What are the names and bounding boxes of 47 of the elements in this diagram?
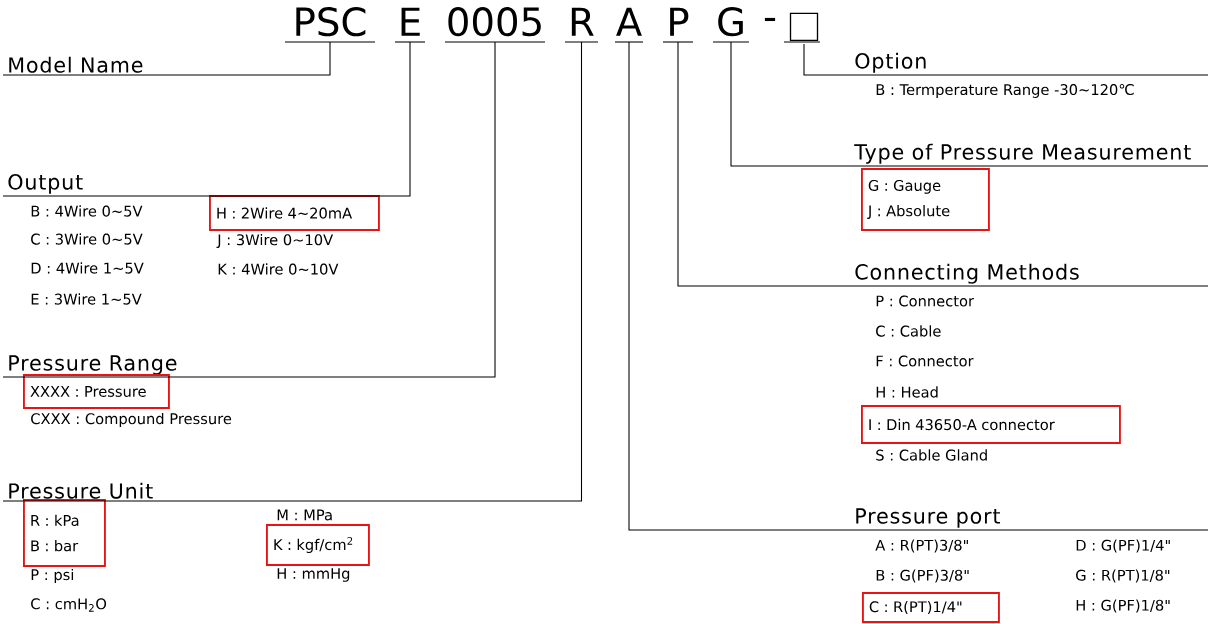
code-segment: A [614, 7, 644, 43]
option-text: F : Connector [876, 355, 974, 367]
code-segment: P [662, 7, 694, 43]
section-heading: Pressure port [856, 508, 1001, 528]
section-heading: Type of Pressure Measurement [854, 143, 1191, 164]
code-segment: G [712, 7, 750, 43]
option-text: E : 3Wire 1~5V [31, 293, 142, 305]
leader-line [628, 41, 851, 531]
option-text: C : 3Wire 0~5V [31, 233, 143, 245]
leader-line [2, 41, 583, 502]
leader-line [2, 41, 411, 197]
option-text: D : G(PF)1/4" [1076, 539, 1170, 553]
highlight-box: I : Din 43650-A connector [861, 405, 1121, 444]
option-text: G : R(PT)1/8" [1076, 569, 1170, 583]
highlight-box: R : kPa B : bar [23, 499, 106, 567]
code-segment: 0005 [444, 7, 546, 43]
code-segment [783, 12, 821, 43]
code-segment: E [394, 7, 426, 43]
highlight-box: K : kgf/cm$^{2}$ [266, 524, 370, 566]
option-text: H : G(PF)1/8" [1076, 599, 1170, 613]
option-text: C : cmH$_{2}$O [31, 598, 107, 612]
section-heading: Model Name [9, 56, 143, 73]
highlight-box: H : 2Wire 4~20mA [209, 195, 380, 231]
highlight-box: G : Gauge J : Absolute [861, 168, 990, 231]
section-heading: Connecting Methods [855, 263, 1079, 284]
leader-line [677, 41, 851, 287]
leader-line [803, 43, 851, 76]
code-segment: PSC [284, 7, 376, 43]
option-text: P : Connector [876, 295, 974, 307]
leader-line [2, 41, 331, 76]
highlight-box: XXXX : Pressure [23, 374, 170, 409]
option-text: K : 4Wire 0~10V [218, 263, 339, 275]
highlight-box: C : R(PT)1/4" [862, 592, 1000, 623]
option-text: A : R(PT)3/8" [875, 539, 968, 553]
leader-line [730, 41, 851, 167]
option-text: D : 4Wire 1~5V [31, 262, 144, 274]
section-heading: Pressure Range [9, 355, 177, 375]
code-segment: R [564, 7, 599, 43]
section-heading: Output [8, 174, 83, 194]
option-text: B : Termperature Range -30~120℃ [876, 84, 1134, 98]
option-text: C : Cable [876, 325, 941, 337]
option-text: B : 4Wire 0~5V [31, 205, 143, 217]
code-separator: - [764, 17, 776, 22]
leader-line [2, 41, 496, 378]
section-heading: Option [855, 52, 926, 73]
section-heading: Pressure Unit [9, 482, 153, 499]
option-text: M : MPa [277, 509, 332, 521]
